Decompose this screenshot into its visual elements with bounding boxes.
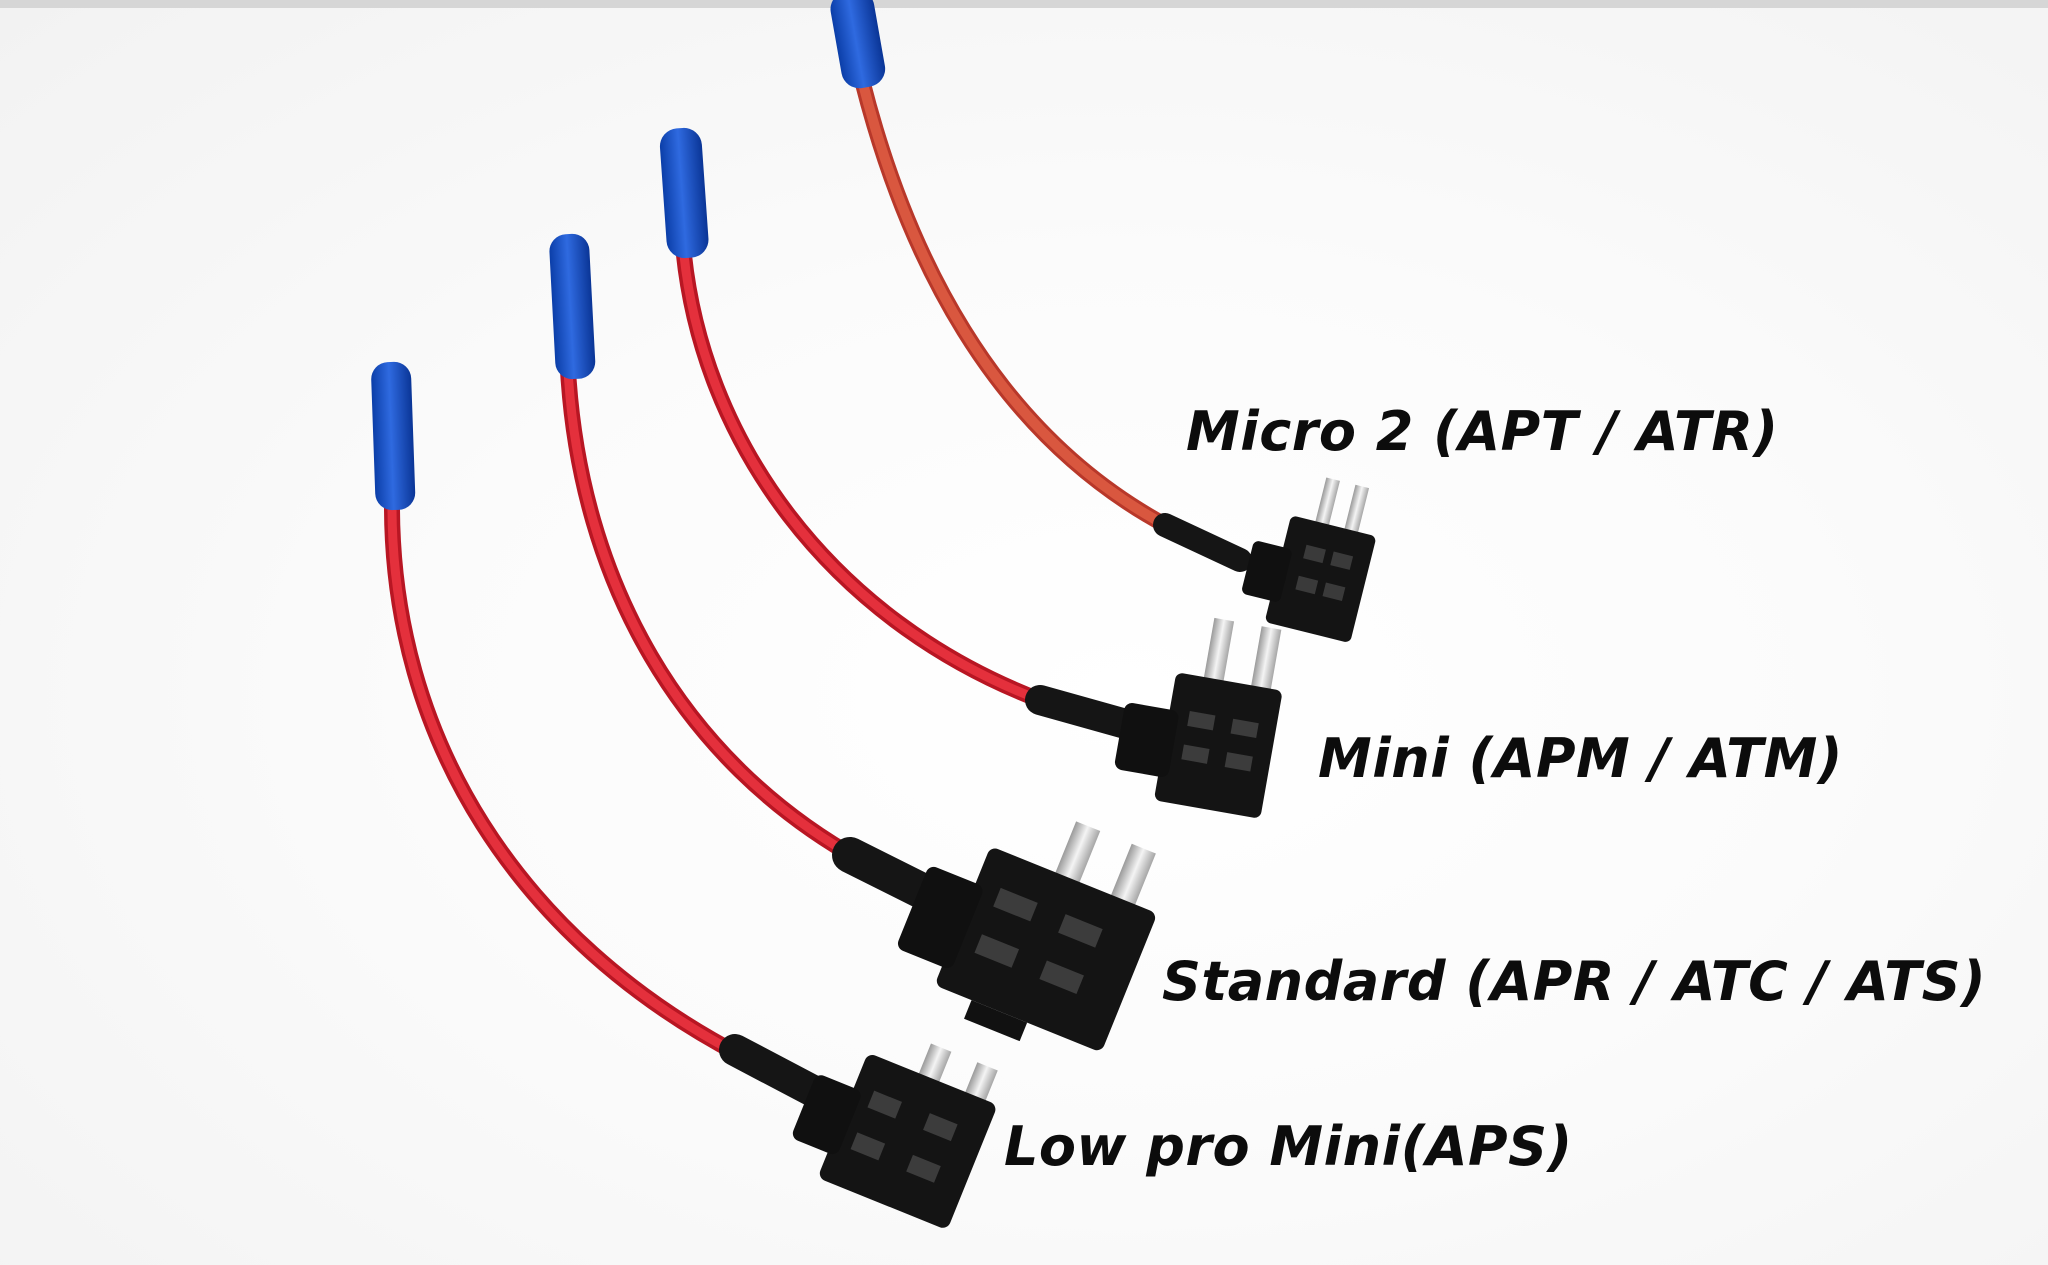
mini-holder — [1114, 617, 1282, 818]
standard-blue-connector — [549, 233, 596, 380]
micro2-blue-connector — [830, 0, 886, 89]
low-pro-mini-label: Low pro Mini(APS) — [1004, 1115, 1573, 1178]
micro2-wire — [854, 72, 1173, 533]
micro2-fuse-tap — [830, 0, 1376, 642]
top-divider — [0, 0, 2048, 8]
micro2-sleeve — [1153, 513, 1252, 572]
standard-holder — [897, 821, 1156, 1051]
micro2-holder — [1242, 477, 1376, 642]
mini-label: Mini (APM / ATM) — [1318, 727, 1843, 790]
low-pro-holder — [792, 1043, 998, 1228]
standard-fuse-tap — [549, 233, 1156, 1051]
standard-label: Standard (APR / ATC / ATS) — [1162, 950, 1987, 1013]
mini-fuse-tap — [659, 127, 1282, 818]
low-pro-wire — [383, 492, 748, 1063]
low-pro-mini-fuse-tap — [371, 361, 998, 1228]
mini-blue-connector — [659, 127, 709, 259]
standard-wire — [560, 362, 868, 868]
micro2-label: Micro 2 (APT / ATR) — [1186, 400, 1779, 463]
low-pro-blue-connector — [371, 361, 416, 511]
mini-wire — [675, 237, 1048, 708]
